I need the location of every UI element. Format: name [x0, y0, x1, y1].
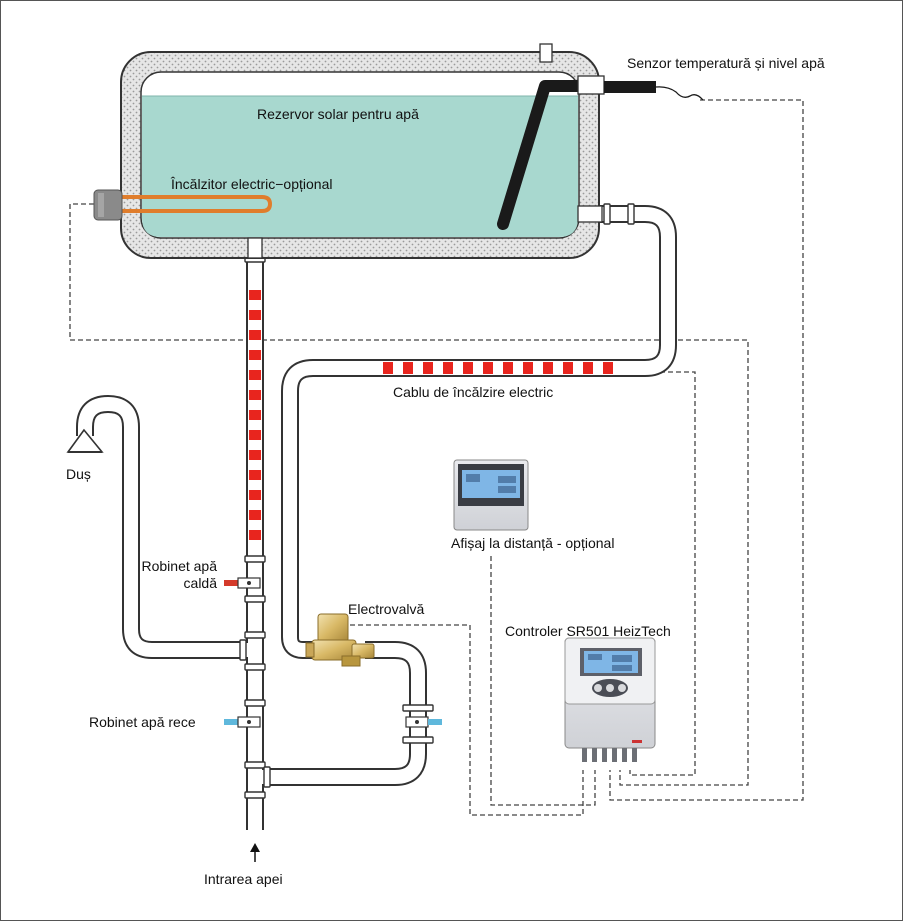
shower-label: Duș [66, 466, 91, 482]
hot-tap-label-line1: Robinet apă [141, 558, 217, 574]
tank-label: Rezervor solar pentru apă [257, 106, 419, 122]
heating-cable-label: Cablu de încălzire electric [393, 384, 554, 400]
cold-water-tap [224, 716, 261, 728]
brass-valve-icon [305, 613, 375, 667]
controller-device-icon [564, 637, 656, 762]
remote-display-label: Afișaj la distanță - opțional [451, 535, 615, 551]
shower-head-icon [66, 428, 104, 453]
control-wires [69, 99, 804, 816]
sensor-label: Senzor temperatură și nivel apă [627, 55, 825, 71]
water-inlet-label: Intrarea apei [204, 871, 283, 887]
electric-heater [93, 189, 273, 221]
hot-water-tap [224, 577, 261, 589]
heater-label: Încălzitor electric−opțional [171, 176, 333, 192]
display-device-icon [453, 459, 529, 531]
heating-cable-horizontal [383, 362, 613, 374]
heating-cable-vertical [249, 290, 261, 540]
controller-label: Controler SR501 HeizTech [505, 623, 671, 639]
sensor-probe [497, 75, 704, 230]
hot-tap-label-line2: caldă [183, 575, 217, 591]
solenoid-valve-label: Electrovalvă [348, 601, 425, 617]
cold-tap-label: Robinet apă rece [89, 714, 196, 730]
bypass-tap [405, 716, 442, 728]
water-inlet-arrow-icon [250, 843, 260, 862]
